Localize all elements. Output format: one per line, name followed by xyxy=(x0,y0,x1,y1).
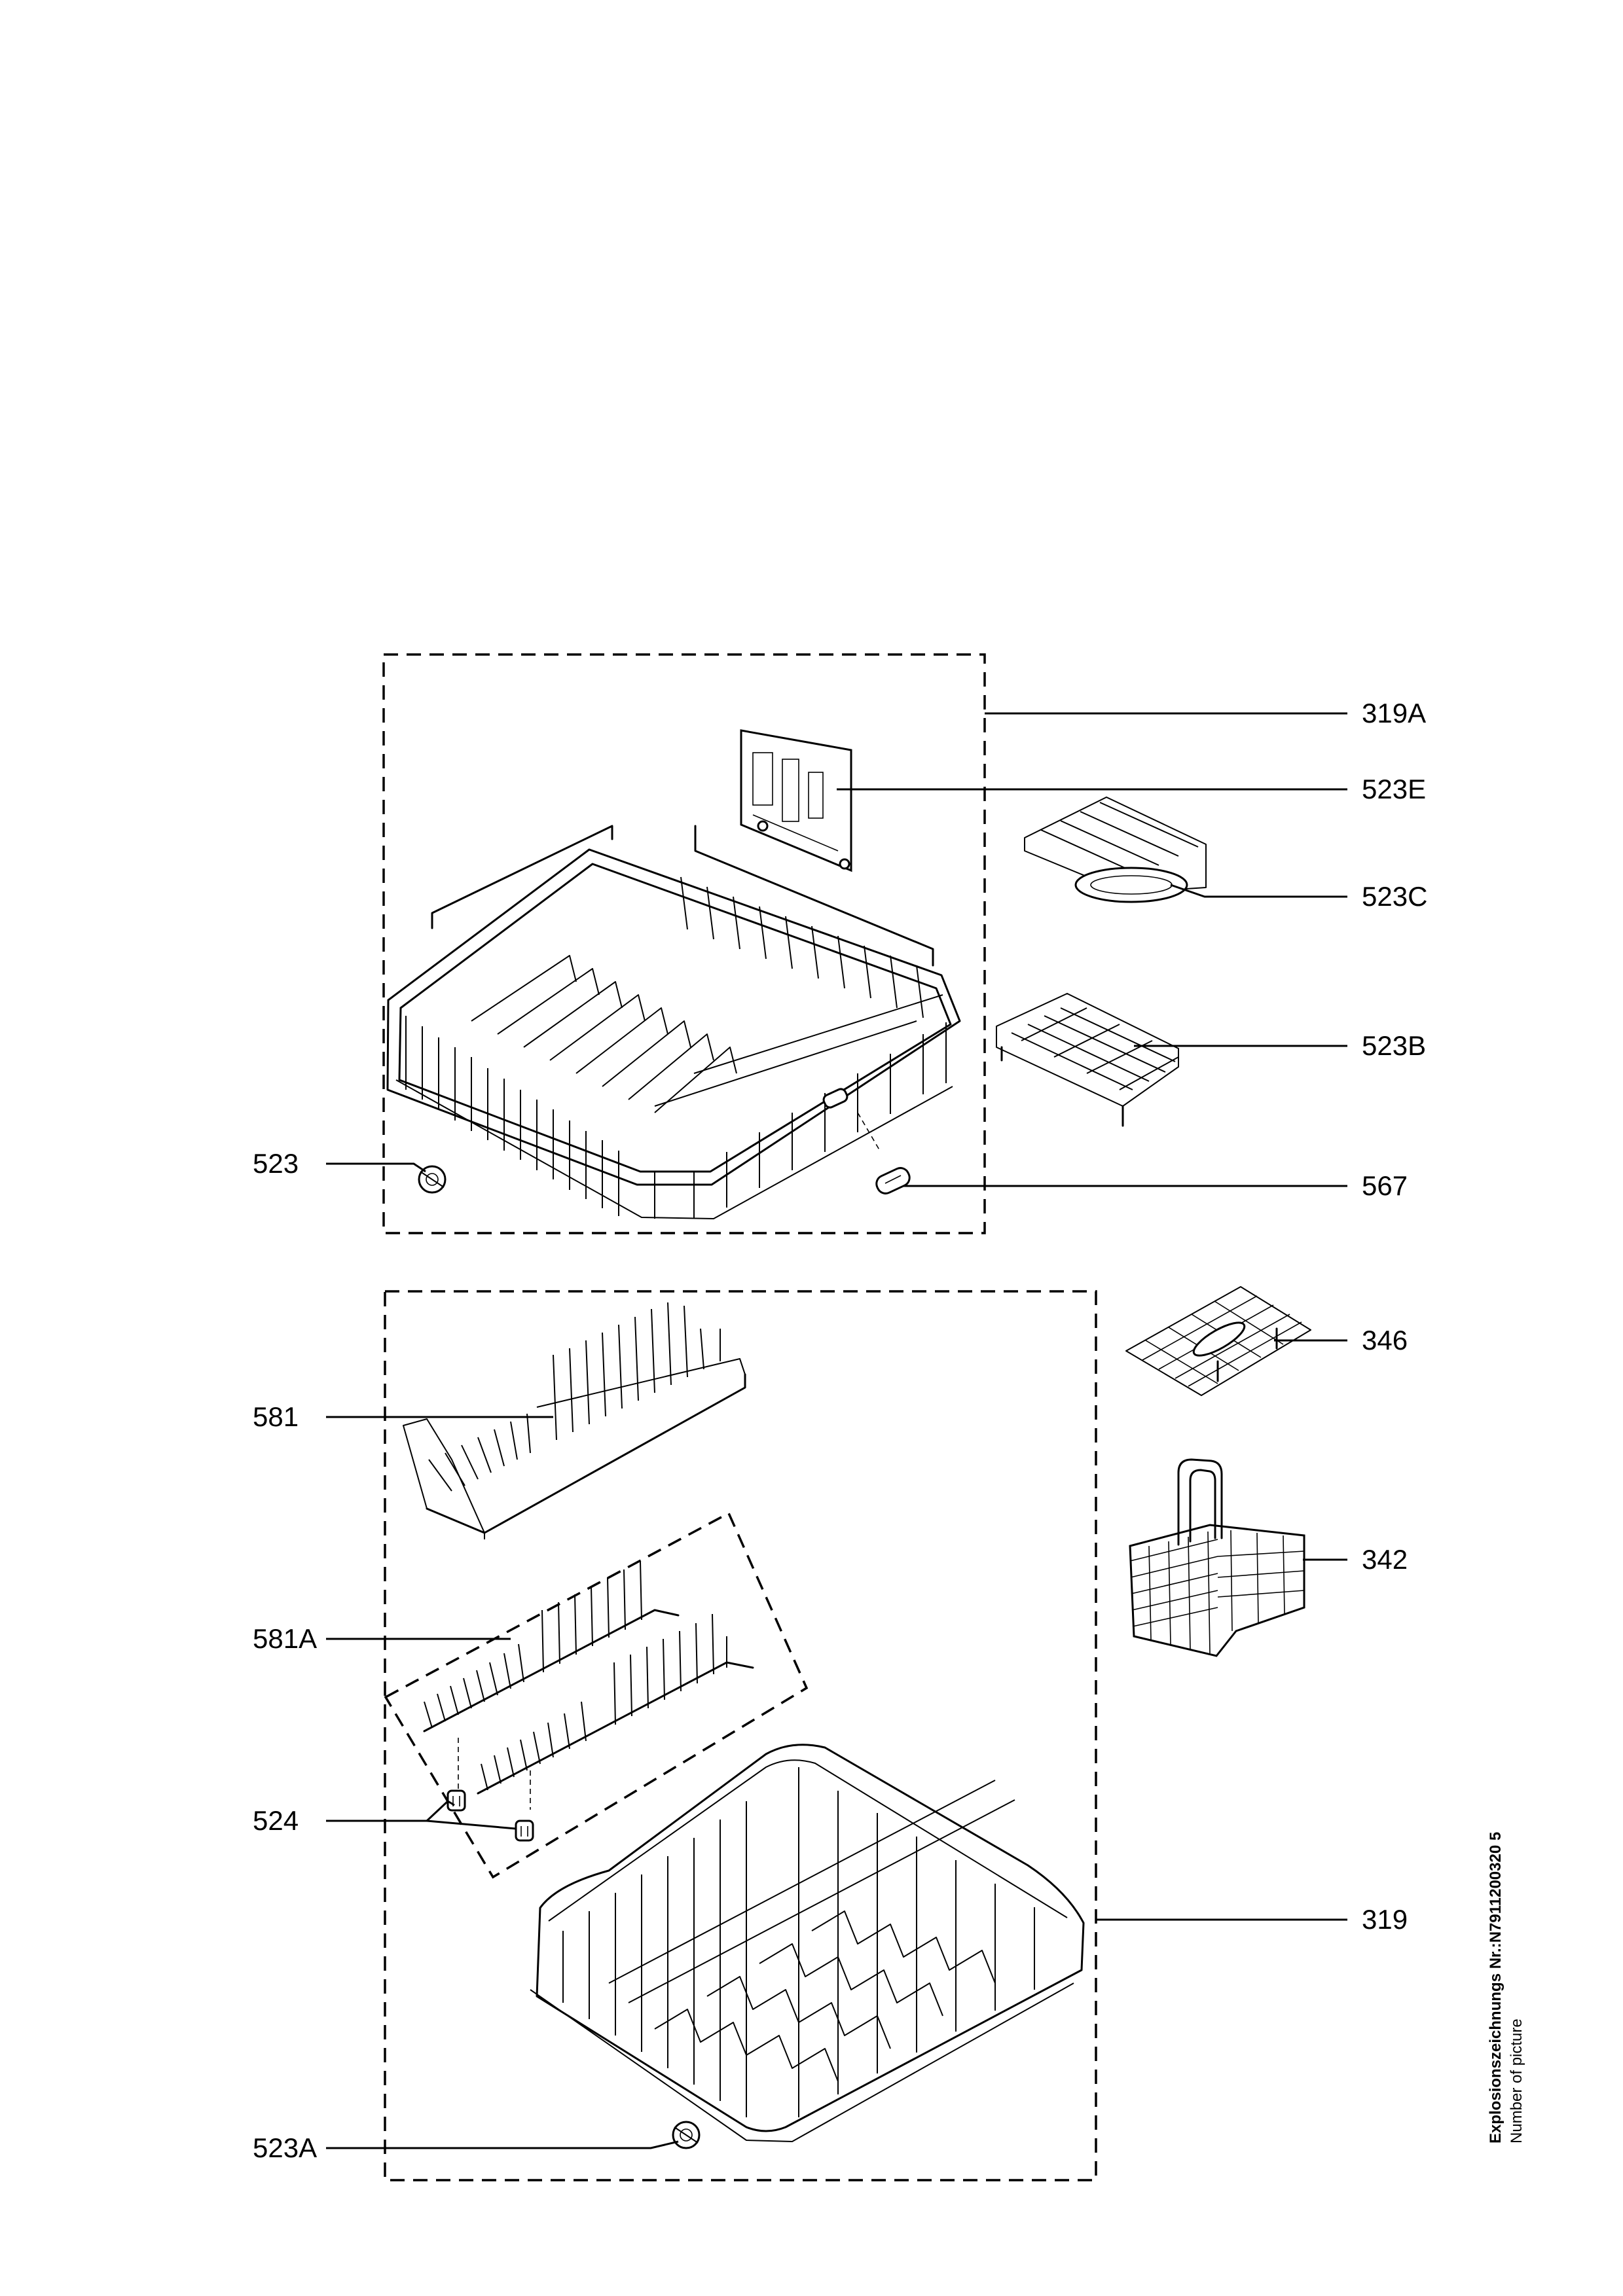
picture-number-caption: Explosionszeichnungs Nr.:N7911200320 5 N… xyxy=(1487,1832,1525,2144)
caption-line-1: Explosionszeichnungs Nr.:N7911200320 5 xyxy=(1487,1832,1504,2144)
upper-basket-group-box xyxy=(382,653,986,1234)
leader-524 xyxy=(326,1800,455,1822)
label-523C: 523C xyxy=(1362,881,1427,912)
label-319A: 319A xyxy=(1362,698,1426,728)
label-567: 567 xyxy=(1362,1170,1408,1201)
label-581: 581 xyxy=(253,1401,299,1432)
part-524-drawing xyxy=(447,1789,534,1842)
leader-523C xyxy=(1170,884,1347,898)
part-523C-drawing xyxy=(1024,797,1207,903)
part-523B-drawing xyxy=(996,993,1179,1127)
part-581A-drawing xyxy=(423,1561,754,1810)
part-342-drawing xyxy=(1129,1458,1305,1657)
label-342: 342 xyxy=(1362,1544,1408,1575)
part-523A-drawing xyxy=(672,2121,701,2149)
upper-basket-drawing xyxy=(386,825,961,1219)
label-346: 346 xyxy=(1362,1325,1408,1355)
label-319: 319 xyxy=(1362,1904,1408,1935)
part-523E-drawing xyxy=(740,729,852,872)
label-523E: 523E xyxy=(1362,774,1426,804)
leader-523A xyxy=(326,2140,679,2149)
label-581A: 581A xyxy=(253,1623,317,1654)
label-523A: 523A xyxy=(253,2132,317,2163)
part-319-drawing xyxy=(530,1744,1085,2142)
leader-lines xyxy=(326,712,1347,2149)
part-581-drawing xyxy=(403,1302,746,1539)
label-523: 523 xyxy=(253,1148,299,1179)
label-523B: 523B xyxy=(1362,1030,1426,1061)
leader-523 xyxy=(326,1162,426,1173)
part-346-drawing xyxy=(1125,1286,1311,1396)
plate-rack-group-box xyxy=(384,1511,809,1879)
lower-basket-group-box xyxy=(384,1290,1097,2181)
part-567-drawing xyxy=(875,1167,911,1194)
caption-line-2: Number of picture xyxy=(1508,2018,1525,2144)
part-523-drawing xyxy=(418,1165,447,1194)
label-524: 524 xyxy=(253,1805,299,1836)
